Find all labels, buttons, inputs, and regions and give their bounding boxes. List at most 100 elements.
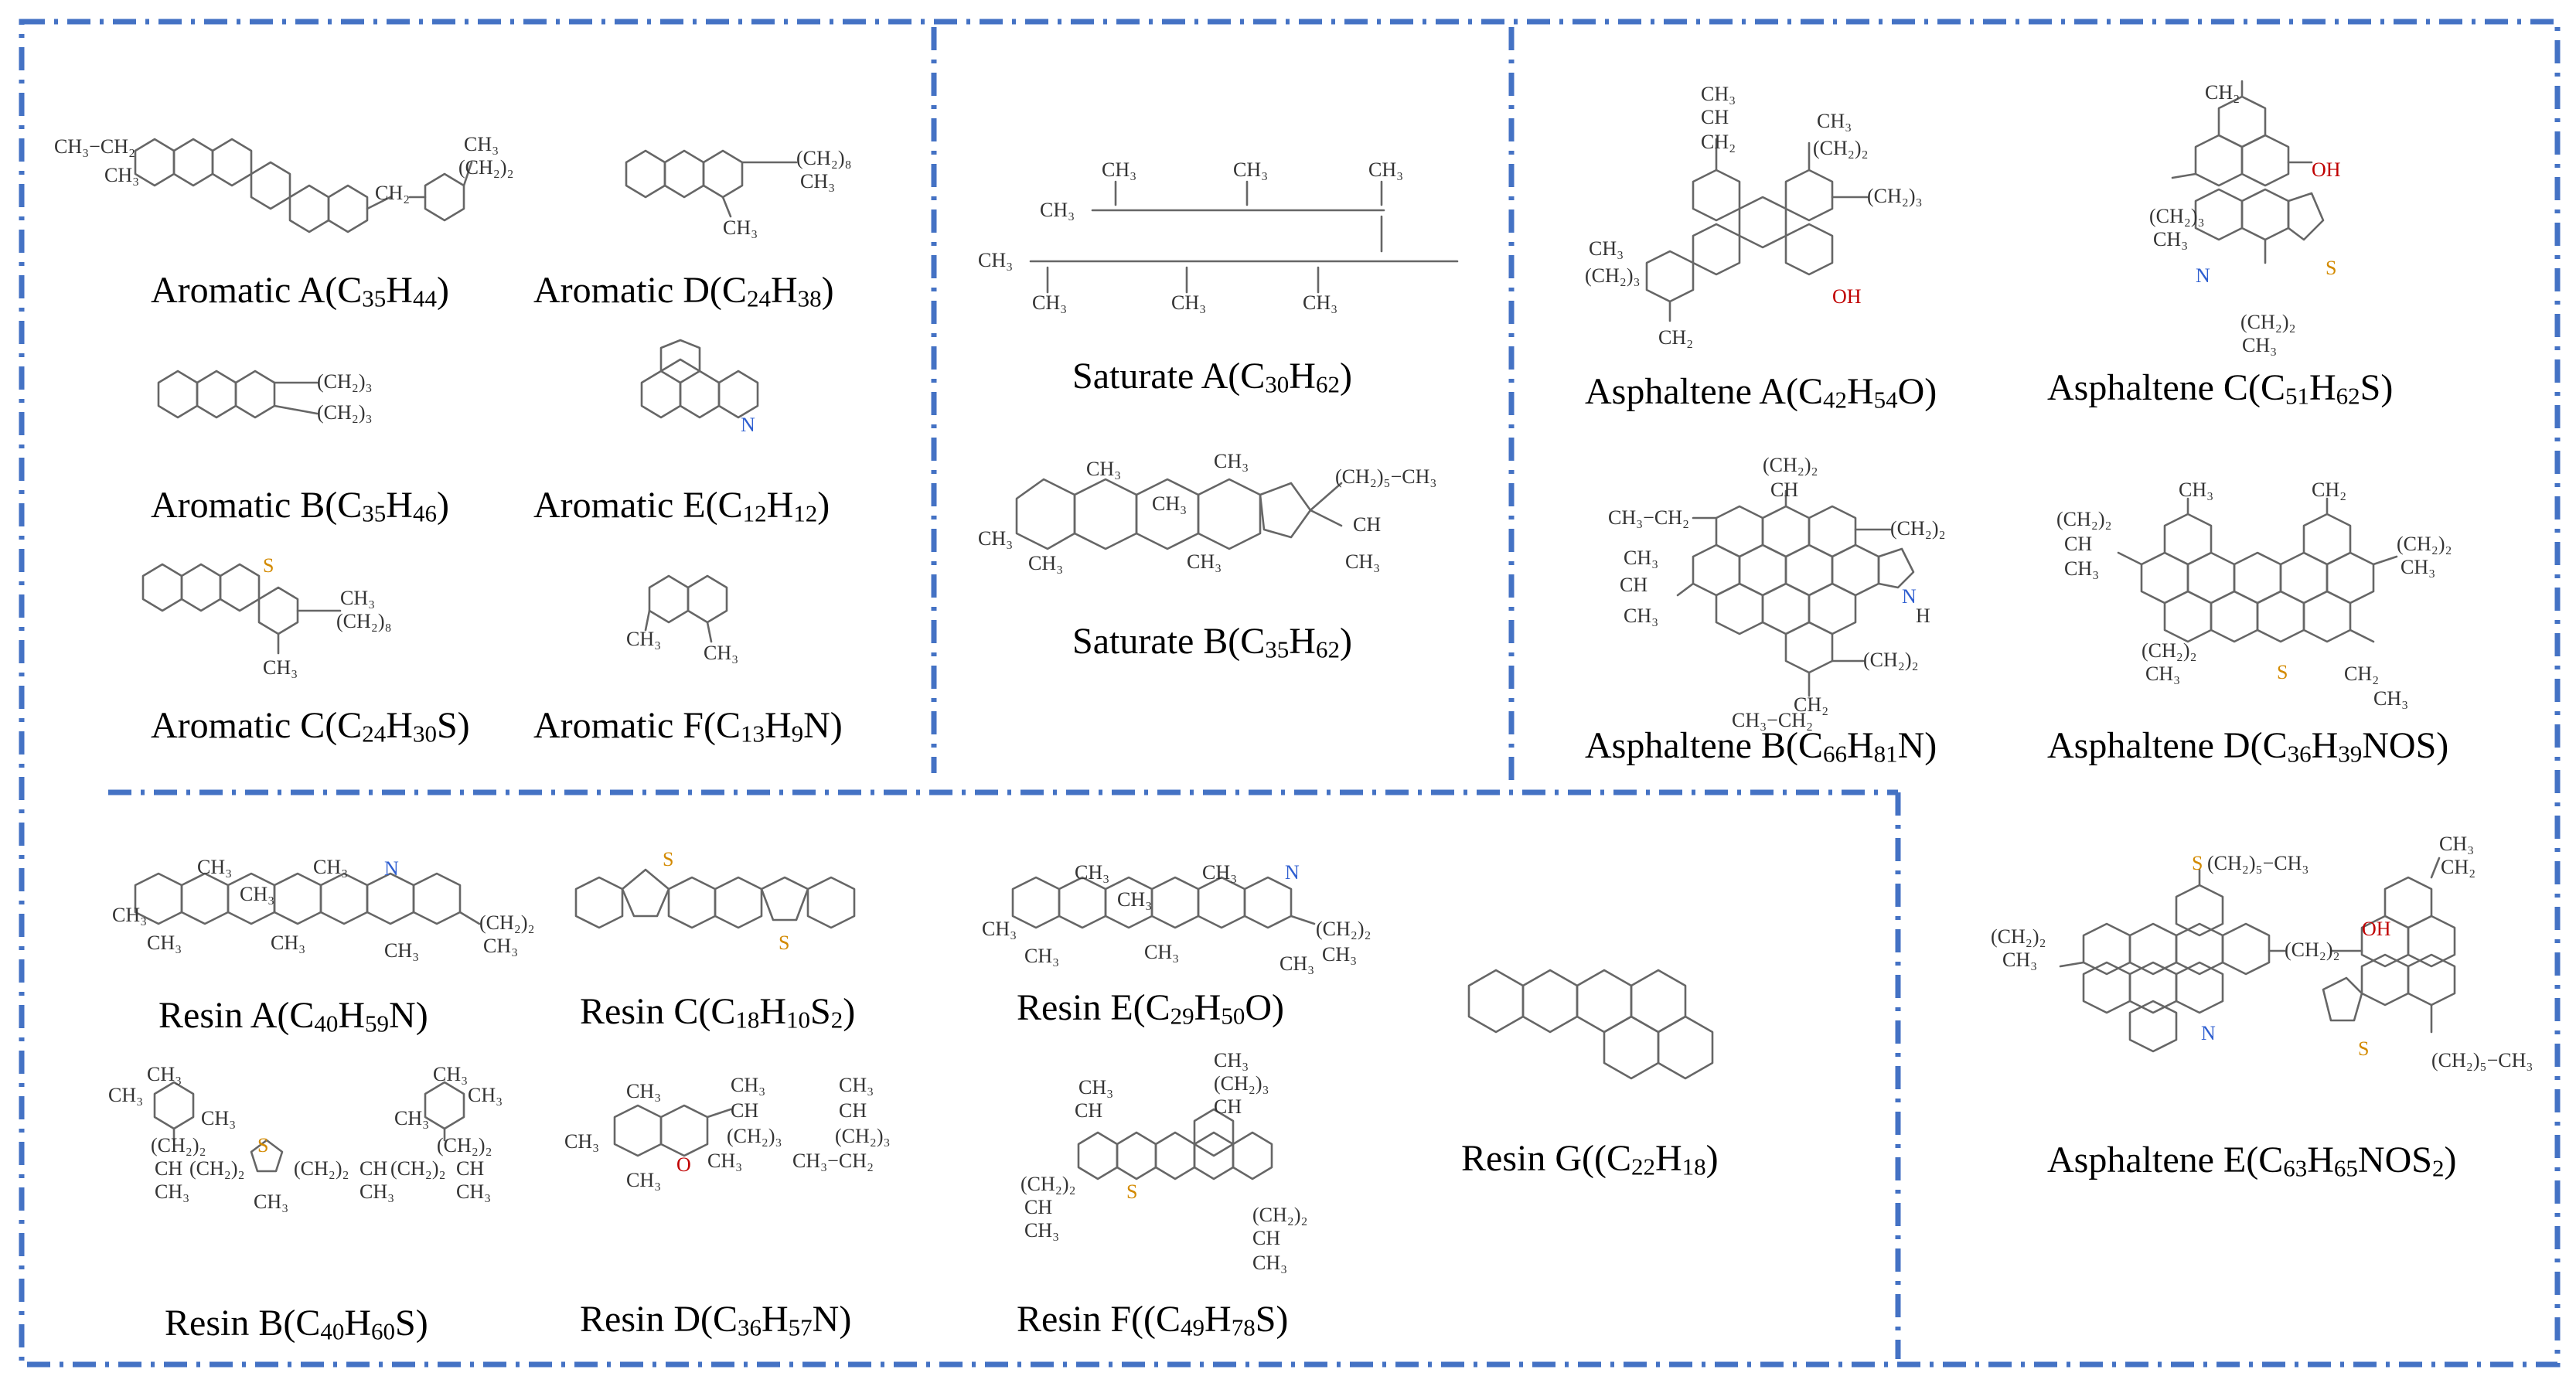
formula-element: C xyxy=(295,1303,321,1344)
sulfur-label: S xyxy=(2277,661,2288,683)
ch2-chain-label: (CH₂)₃ xyxy=(1867,185,1923,207)
molecule-name: Resin G(( xyxy=(1461,1138,1607,1179)
label-resin-a: Resin A(C40H59N) xyxy=(158,997,428,1036)
molecule-name: Asphaltene C( xyxy=(2047,367,2261,408)
ch3-label: CH₃ xyxy=(1117,888,1152,911)
ch2-chain-label: (CH₂)₃ xyxy=(317,370,373,393)
formula-count: 30 xyxy=(412,720,437,748)
ch3-label: CH₃ xyxy=(340,587,375,609)
formula-element: C xyxy=(1797,371,1823,412)
sulfur-label: S xyxy=(663,848,673,870)
label-asphaltene-b: Asphaltene B(C66H81N) xyxy=(1585,727,1937,766)
formula-element: H xyxy=(344,1303,372,1344)
sulfur-label: S xyxy=(2326,257,2336,279)
ch3-label: CH₃ xyxy=(1152,492,1187,515)
molecule-name: Resin A( xyxy=(158,995,290,1036)
molecule-name: Asphaltene D( xyxy=(2047,725,2263,766)
structure-resin-g xyxy=(1467,969,1714,1080)
ch3-label: CH₃ xyxy=(271,932,305,954)
ch3-label: CH₃ xyxy=(982,918,1017,940)
ch3-label: CH₃ xyxy=(2401,556,2435,578)
formula-element: C xyxy=(1606,1138,1631,1179)
formula-count: 24 xyxy=(362,720,387,748)
molecule-name: Aromatic D( xyxy=(533,270,722,311)
formula-element: C xyxy=(712,1299,738,1340)
ch3-label: CH₃ xyxy=(626,1080,661,1102)
formula-count: 24 xyxy=(746,284,771,312)
ch2-label: CH₂ xyxy=(375,182,410,204)
ch3-label: CH₃ xyxy=(1086,458,1121,480)
formula-count: 66 xyxy=(1822,740,1847,768)
ch3-label: CH₃−CH₂ xyxy=(1732,709,1813,731)
ch3-label: CH₃ xyxy=(564,1130,599,1153)
structure-saturate-b: CH₃ CH₃ CH₃ CH₃ CH₃ CH₃ (CH₂)₅−CH₃ CH CH… xyxy=(978,450,1436,574)
formula-tail: N) xyxy=(812,1299,852,1340)
formula-element: C xyxy=(289,995,315,1036)
formula-element: H xyxy=(766,485,794,526)
formula-count: 2 xyxy=(830,1006,843,1034)
ch3-label: CH₃ xyxy=(1589,237,1624,260)
formula-element: H xyxy=(762,1299,789,1340)
ch3-label: CH₃ xyxy=(104,164,139,186)
label-aromatic-d: Aromatic D(C24H38) xyxy=(533,272,834,311)
ch3-label: CH₃−CH₂ xyxy=(792,1150,874,1172)
ch3-label: CH₃ xyxy=(1187,550,1222,573)
label-saturate-a: Saturate A(C30H62) xyxy=(1072,358,1352,397)
formula-element: C xyxy=(710,991,736,1032)
ch3-label: CH₃ xyxy=(147,932,182,954)
molecule-name: Aromatic A( xyxy=(151,270,338,311)
ch2-chain-label: (CH₂)₂ xyxy=(1252,1204,1308,1226)
ch3-label: CH₃ xyxy=(1279,952,1314,975)
structure-resin-a: CH₃ CH₃ CH₃ CH₃ CH₃ CH₃ CH₃ N (CH₂)₂ CH₃ xyxy=(112,856,535,962)
formula-element: H xyxy=(1194,987,1222,1028)
ch3-label: CH₃ xyxy=(731,1074,765,1096)
formula-count: 81 xyxy=(1873,740,1898,768)
ch3-label: CH₃ xyxy=(626,628,661,650)
formula-tail: ) xyxy=(1705,1138,1719,1179)
sulfur-label: S xyxy=(779,932,789,954)
ch3-label: CH₃ xyxy=(464,133,499,155)
ch3-label: CH₃ xyxy=(839,1074,874,1096)
ch3-label: CH₃ xyxy=(456,1180,491,1203)
structure-aromatic-d: (CH₂)₈ CH₃ CH₃ xyxy=(625,147,852,239)
formula-element: H xyxy=(2311,725,2339,766)
formula-tail: ) xyxy=(1339,621,1352,662)
formula-element: H xyxy=(759,991,787,1032)
formula-count: 39 xyxy=(2338,740,2363,768)
label-resin-c: Resin C(C18H10S2) xyxy=(580,993,855,1032)
formula-count: 9 xyxy=(791,720,804,748)
ch3-label: CH₃ xyxy=(359,1180,394,1203)
ch2-label: CH₂ xyxy=(1658,326,1693,349)
structure-aromatic-e: N xyxy=(640,339,759,436)
ch3-label: CH₃ xyxy=(1028,552,1063,574)
ch-label: CH xyxy=(1770,479,1798,501)
formula-element: NOS xyxy=(2357,1139,2432,1180)
ch3-label: CH₃ xyxy=(2373,687,2408,710)
formula-element: C xyxy=(717,485,743,526)
formula-element: H xyxy=(764,705,792,746)
ch3-label: CH₃ xyxy=(1624,605,1658,627)
structure-asphaltene-d: CH₃ CH₂ (CH₂)₂ CH CH₃ (CH₂)₂ CH₃ (CH₂)₂ … xyxy=(2056,479,2452,710)
formula-count: 49 xyxy=(1181,1313,1205,1341)
formula-tail: ) xyxy=(436,485,449,526)
ch3-label: CH₃ xyxy=(1368,158,1403,181)
ch3-label: CH₃ xyxy=(201,1107,236,1129)
formula-element: C xyxy=(1797,725,1823,766)
label-resin-d: Resin D(C36H57N) xyxy=(580,1301,851,1340)
chain-label: (CH₂)₅−CH₃ xyxy=(2207,852,2309,874)
formula-element: H xyxy=(1846,725,1874,766)
ch-label: CH xyxy=(1214,1095,1242,1118)
formula-count: 57 xyxy=(788,1313,813,1341)
ch3-label: CH₃ xyxy=(2242,334,2277,356)
nitrogen-label: N xyxy=(384,857,399,880)
formula-element: H xyxy=(338,995,366,1036)
formula-element: H xyxy=(1205,1299,1232,1340)
formula-count: 22 xyxy=(1630,1153,1655,1180)
ch2-chain-label: (CH₂)₂ xyxy=(1316,918,1371,940)
ch2-chain-label: (CH₂)₂ xyxy=(1813,137,1869,159)
label-aromatic-c: Aromatic C(C24H30S) xyxy=(151,707,470,746)
ch-label: CH xyxy=(1024,1196,1052,1218)
ch3-label: CH₃ xyxy=(1701,83,1736,105)
formula-element: C xyxy=(715,705,741,746)
ch3-label: CH₃ xyxy=(1078,1076,1113,1099)
